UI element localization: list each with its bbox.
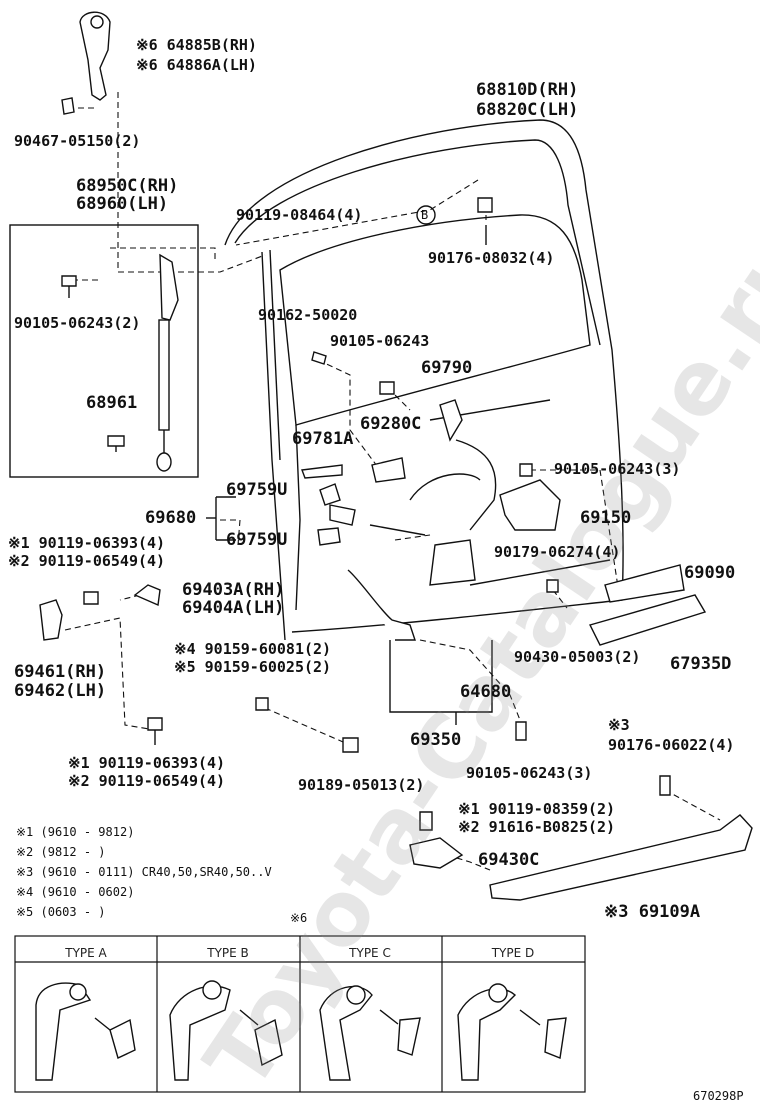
stay-damper xyxy=(156,253,179,472)
label-69462: 69462(LH) xyxy=(14,681,107,701)
door-left-edge xyxy=(261,251,286,641)
type-illustrations xyxy=(35,980,567,1081)
lock-assembly xyxy=(39,399,561,641)
label-64680: 64680 xyxy=(460,682,512,702)
hinge-part xyxy=(61,11,111,115)
label-69430c: 69430C xyxy=(478,850,540,870)
label-69680: 69680 xyxy=(145,508,197,528)
window-outline xyxy=(279,214,591,426)
label-68950c: 68950C(RH) xyxy=(76,176,179,196)
handle-garnish xyxy=(409,564,753,901)
label-69350: 69350 xyxy=(410,730,462,750)
label-90176-08032: 90176-08032(4) xyxy=(428,249,555,267)
label-69781a: 69781A xyxy=(292,429,354,449)
label-90105-06243-3a: 90105-06243(3) xyxy=(554,460,681,478)
type-table-note-mark: ※6 xyxy=(290,911,308,925)
label-69404a: 69404A(LH) xyxy=(182,598,285,618)
label-90119-06393-a: ※1 90119-06393(4) xyxy=(8,534,166,552)
label-68820c: 68820C(LH) xyxy=(476,100,579,120)
label-90119-06549-b: ※2 90119-06549(4) xyxy=(68,772,226,790)
label-69150: 69150 xyxy=(580,508,632,528)
type-table xyxy=(14,935,586,1093)
label-90119-06393-b: ※1 90119-06393(4) xyxy=(68,754,226,772)
label-91616: ※2 91616-B0825(2) xyxy=(458,818,616,836)
label-90467: 90467-05150(2) xyxy=(14,132,141,150)
note-1: ※1 (9610 - 9812) xyxy=(16,825,135,839)
note-5: ※5 (0603 - ) xyxy=(16,905,106,919)
label-69461: 69461(RH) xyxy=(14,662,107,682)
label-68961: 68961 xyxy=(86,393,138,413)
label-90105-06243-2: 90105-06243(2) xyxy=(14,314,141,332)
label-68810d: 68810D(RH) xyxy=(476,80,579,100)
bracket-lines xyxy=(206,225,493,725)
label-69090: 69090 xyxy=(684,563,736,583)
label-69759u-b: 69759U xyxy=(226,530,288,550)
type-b-header: TYPE B xyxy=(207,946,249,960)
label-90176-06022: 90176-06022(4) xyxy=(608,736,735,754)
door-left-edge2 xyxy=(269,249,281,461)
label-68960: 68960(LH) xyxy=(76,194,169,214)
type-a-header: TYPE A xyxy=(65,946,107,960)
type-d-header: TYPE D xyxy=(491,946,535,960)
label-90189: 90189-05013(2) xyxy=(298,776,425,794)
label-64886a: ※6 64886A(LH) xyxy=(136,56,257,74)
note-2: ※2 (9812 - ) xyxy=(16,845,106,859)
back-door-outline xyxy=(224,119,624,633)
label-90430: 90430-05003(2) xyxy=(514,648,641,666)
label-note3-mark: ※3 xyxy=(608,716,630,734)
label-64885b: ※6 64885B(RH) xyxy=(136,36,257,54)
label-90105-06243-3b: 90105-06243(3) xyxy=(466,764,593,782)
label-90179: 90179-06274(4) xyxy=(494,543,621,561)
label-67935d: 67935D xyxy=(670,654,732,674)
label-90119-06549-a: ※2 90119-06549(4) xyxy=(8,552,166,570)
label-90105-06243: 90105-06243 xyxy=(330,332,430,350)
label-69403a: 69403A(RH) xyxy=(182,580,285,600)
back-door-inner xyxy=(234,139,601,346)
label-90119-08359: ※1 90119-08359(2) xyxy=(458,800,616,818)
door-panel-line xyxy=(295,424,611,611)
type-c-header: TYPE C xyxy=(349,946,391,960)
label-90162: 90162-50020 xyxy=(258,306,358,324)
note-4: ※4 (9610 - 0602) xyxy=(16,885,135,899)
label-69280c: 69280C xyxy=(360,414,422,434)
label-90159-60081: ※4 90159-60081(2) xyxy=(174,640,332,658)
figure-code: 670298P xyxy=(693,1089,744,1103)
label-69109a: ※3 69109A xyxy=(604,902,701,922)
label-69790: 69790 xyxy=(421,358,473,378)
note-3: ※3 (9610 - 0111) CR40,50,SR40,50..V xyxy=(16,865,272,879)
bolts xyxy=(61,197,671,831)
label-90159-60025: ※5 90159-60025(2) xyxy=(174,658,332,676)
label-69759u-a: 69759U xyxy=(226,480,288,500)
strut-box xyxy=(9,224,199,478)
label-ref-b: B xyxy=(421,208,429,222)
ref-circle-b xyxy=(416,205,436,225)
label-90119-08464: 90119-08464(4) xyxy=(236,206,363,224)
